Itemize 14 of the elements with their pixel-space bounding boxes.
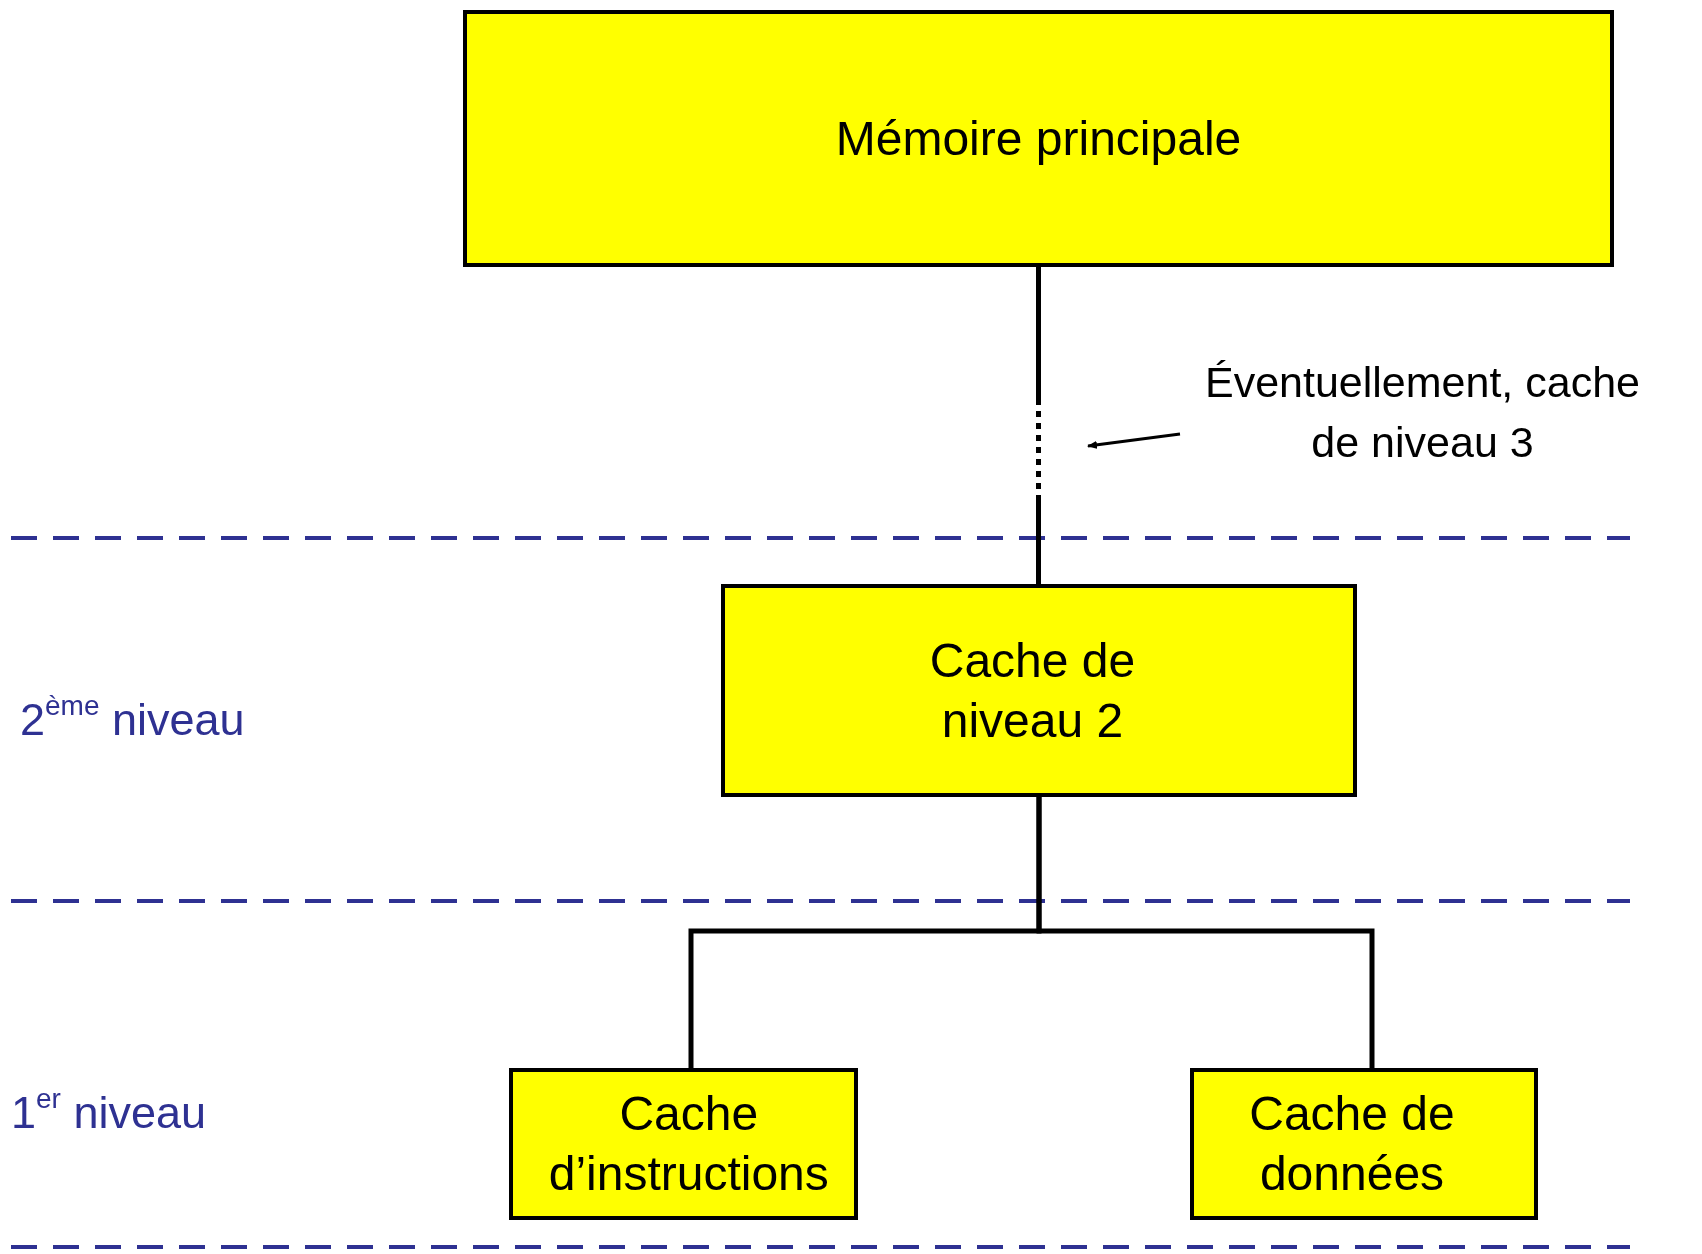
cache-box [1190, 1068, 1538, 1220]
box-label: Cache de données [1248, 1086, 1456, 1202]
box-label: Cache de niveau 2 [928, 632, 1137, 749]
leader-arrow [1087, 432, 1181, 449]
box-label: Mémoire principale [835, 110, 1242, 167]
cache-box [509, 1068, 858, 1220]
connector-line [1036, 267, 1041, 584]
level-label: 1$^{er}$ niveau [11, 1083, 207, 1139]
box-label: Cache d’instructions [547, 1086, 830, 1202]
annotation-text: Éventuellement, cache de niveau 3 [1203, 356, 1641, 468]
level-label: 2$^{ème}$ niveau [20, 690, 245, 746]
connector-line [1036, 797, 1375, 1068]
cache-box [721, 584, 1357, 797]
memory-box [463, 10, 1614, 267]
